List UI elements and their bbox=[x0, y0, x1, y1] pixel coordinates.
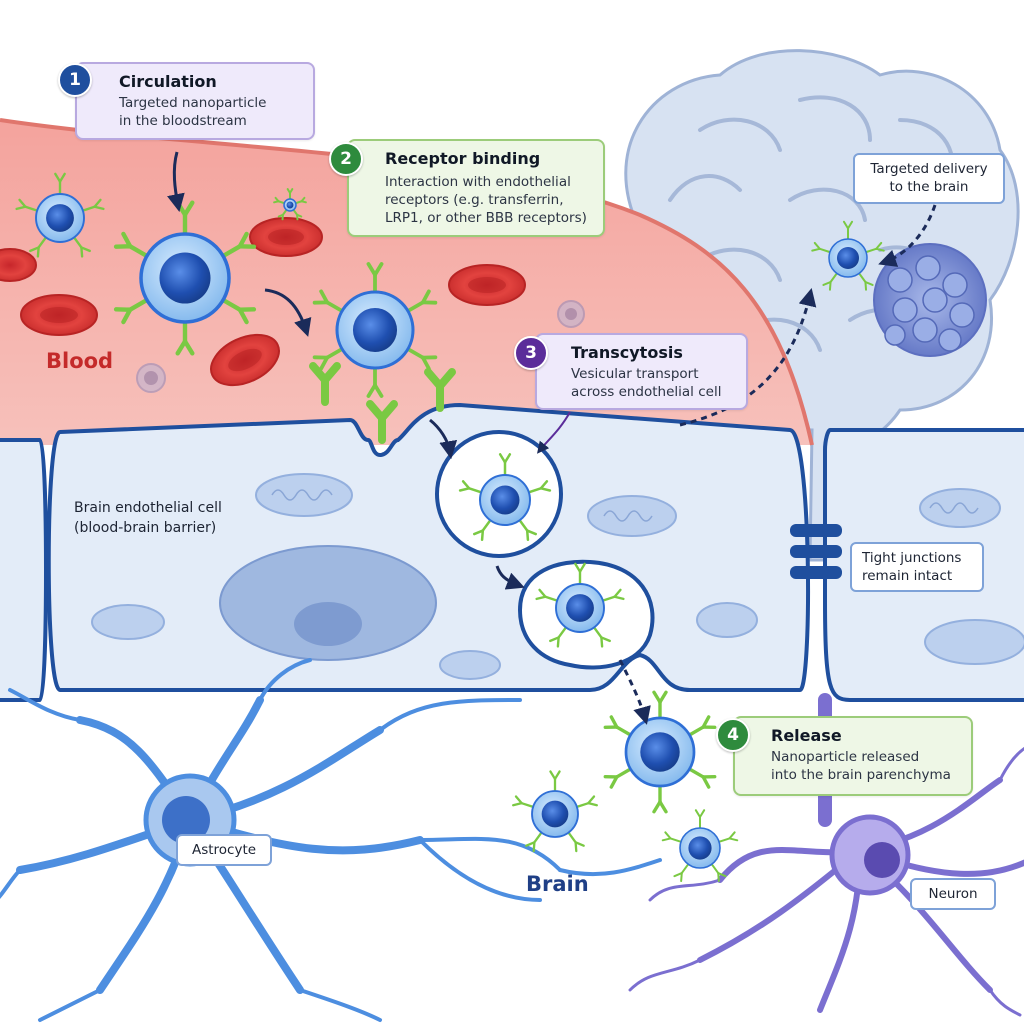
nanoparticle bbox=[603, 690, 717, 814]
step-3-line-2: across endothelial cell bbox=[571, 384, 722, 400]
arrow-into-cell bbox=[429, 418, 458, 460]
arrow-release bbox=[618, 659, 651, 725]
blood-label: Blood bbox=[46, 349, 114, 373]
nanoparticle bbox=[458, 453, 552, 542]
targeted-delivery-line-2: to the brain bbox=[889, 179, 969, 195]
nanoparticle bbox=[535, 562, 625, 648]
step-1-line-2: in the bloodstream bbox=[119, 113, 247, 129]
mitochondria bbox=[91, 473, 1024, 680]
targeted-delivery-label: Targeted delivery to the brain bbox=[853, 153, 1005, 204]
step-4-badge: 4 bbox=[716, 718, 750, 752]
red-blood-cells bbox=[0, 217, 526, 387]
step-3-callout: Transcytosis Vesicular transport across … bbox=[535, 333, 748, 410]
step-1-callout: Circulation Targeted nanoparticle in the… bbox=[75, 62, 315, 140]
flow-arrows bbox=[167, 151, 937, 725]
step-3-line-1: Vesicular transport bbox=[571, 366, 699, 382]
step-1-line-1: Targeted nanoparticle bbox=[119, 95, 267, 111]
step-2-line-1: Interaction with endothelial bbox=[385, 174, 571, 190]
neuron bbox=[628, 693, 1024, 1017]
nanoparticle bbox=[15, 172, 105, 258]
astrocyte-label: Astrocyte bbox=[176, 834, 272, 866]
arrow-delivery-pointer bbox=[878, 204, 937, 267]
tight-junctions bbox=[790, 524, 842, 579]
tight-junctions-line-2: remain intact bbox=[862, 568, 953, 584]
nanoparticle bbox=[312, 262, 438, 398]
targeted-delivery-line-1: Targeted delivery bbox=[870, 161, 988, 177]
arrow-vesicle-down bbox=[495, 565, 525, 590]
faded-nanoparticles bbox=[136, 300, 585, 393]
step-2-line-2: receptors (e.g. transferrin, bbox=[385, 192, 564, 208]
receptor bbox=[309, 362, 341, 406]
receptor bbox=[366, 400, 398, 444]
step-3-title: Transcytosis bbox=[571, 343, 683, 362]
step-4-line-1: Nanoparticle released bbox=[771, 749, 920, 765]
step-4-line-2: into the brain parenchyma bbox=[771, 767, 951, 783]
nanoparticle bbox=[661, 809, 739, 883]
tight-junctions-line-1: Tight junctions bbox=[862, 550, 962, 566]
brain-target-mass bbox=[873, 243, 987, 357]
nanoparticle bbox=[113, 200, 257, 356]
step-4-callout: Release Nanoparticle released into the b… bbox=[733, 716, 973, 796]
step-1-title: Circulation bbox=[119, 72, 217, 91]
nanoparticle bbox=[811, 220, 885, 291]
arrow-transcytosis-pointer bbox=[537, 411, 571, 454]
step-2-badge: 2 bbox=[329, 142, 363, 176]
arrow-to-brain bbox=[679, 287, 817, 427]
arrow-to-binding bbox=[264, 288, 312, 337]
tight-junctions-label: Tight junctions remain intact bbox=[850, 542, 984, 592]
astrocyte bbox=[0, 658, 662, 1022]
endothelial-title: Brain endothelial cell bbox=[74, 500, 222, 516]
receptor bbox=[424, 368, 456, 412]
nanoparticles bbox=[15, 172, 885, 883]
arrow-circulation-pointer bbox=[167, 151, 185, 213]
neuron-label: Neuron bbox=[910, 878, 996, 910]
step-4-title: Release bbox=[771, 726, 842, 745]
step-3-badge: 3 bbox=[514, 336, 548, 370]
step-1-badge: 1 bbox=[58, 63, 92, 97]
nanoparticle bbox=[273, 188, 307, 221]
red-blood-cell bbox=[0, 248, 37, 282]
step-2-line-3: LRP1, or other BBB receptors) bbox=[385, 210, 587, 226]
brain-label: Brain bbox=[526, 872, 589, 896]
nanoparticle bbox=[512, 770, 598, 853]
step-2-title: Receptor binding bbox=[385, 149, 541, 168]
step-2-callout: Receptor binding Interaction with endoth… bbox=[347, 139, 605, 237]
endothelial-subtitle: (blood-brain barrier) bbox=[74, 520, 217, 536]
